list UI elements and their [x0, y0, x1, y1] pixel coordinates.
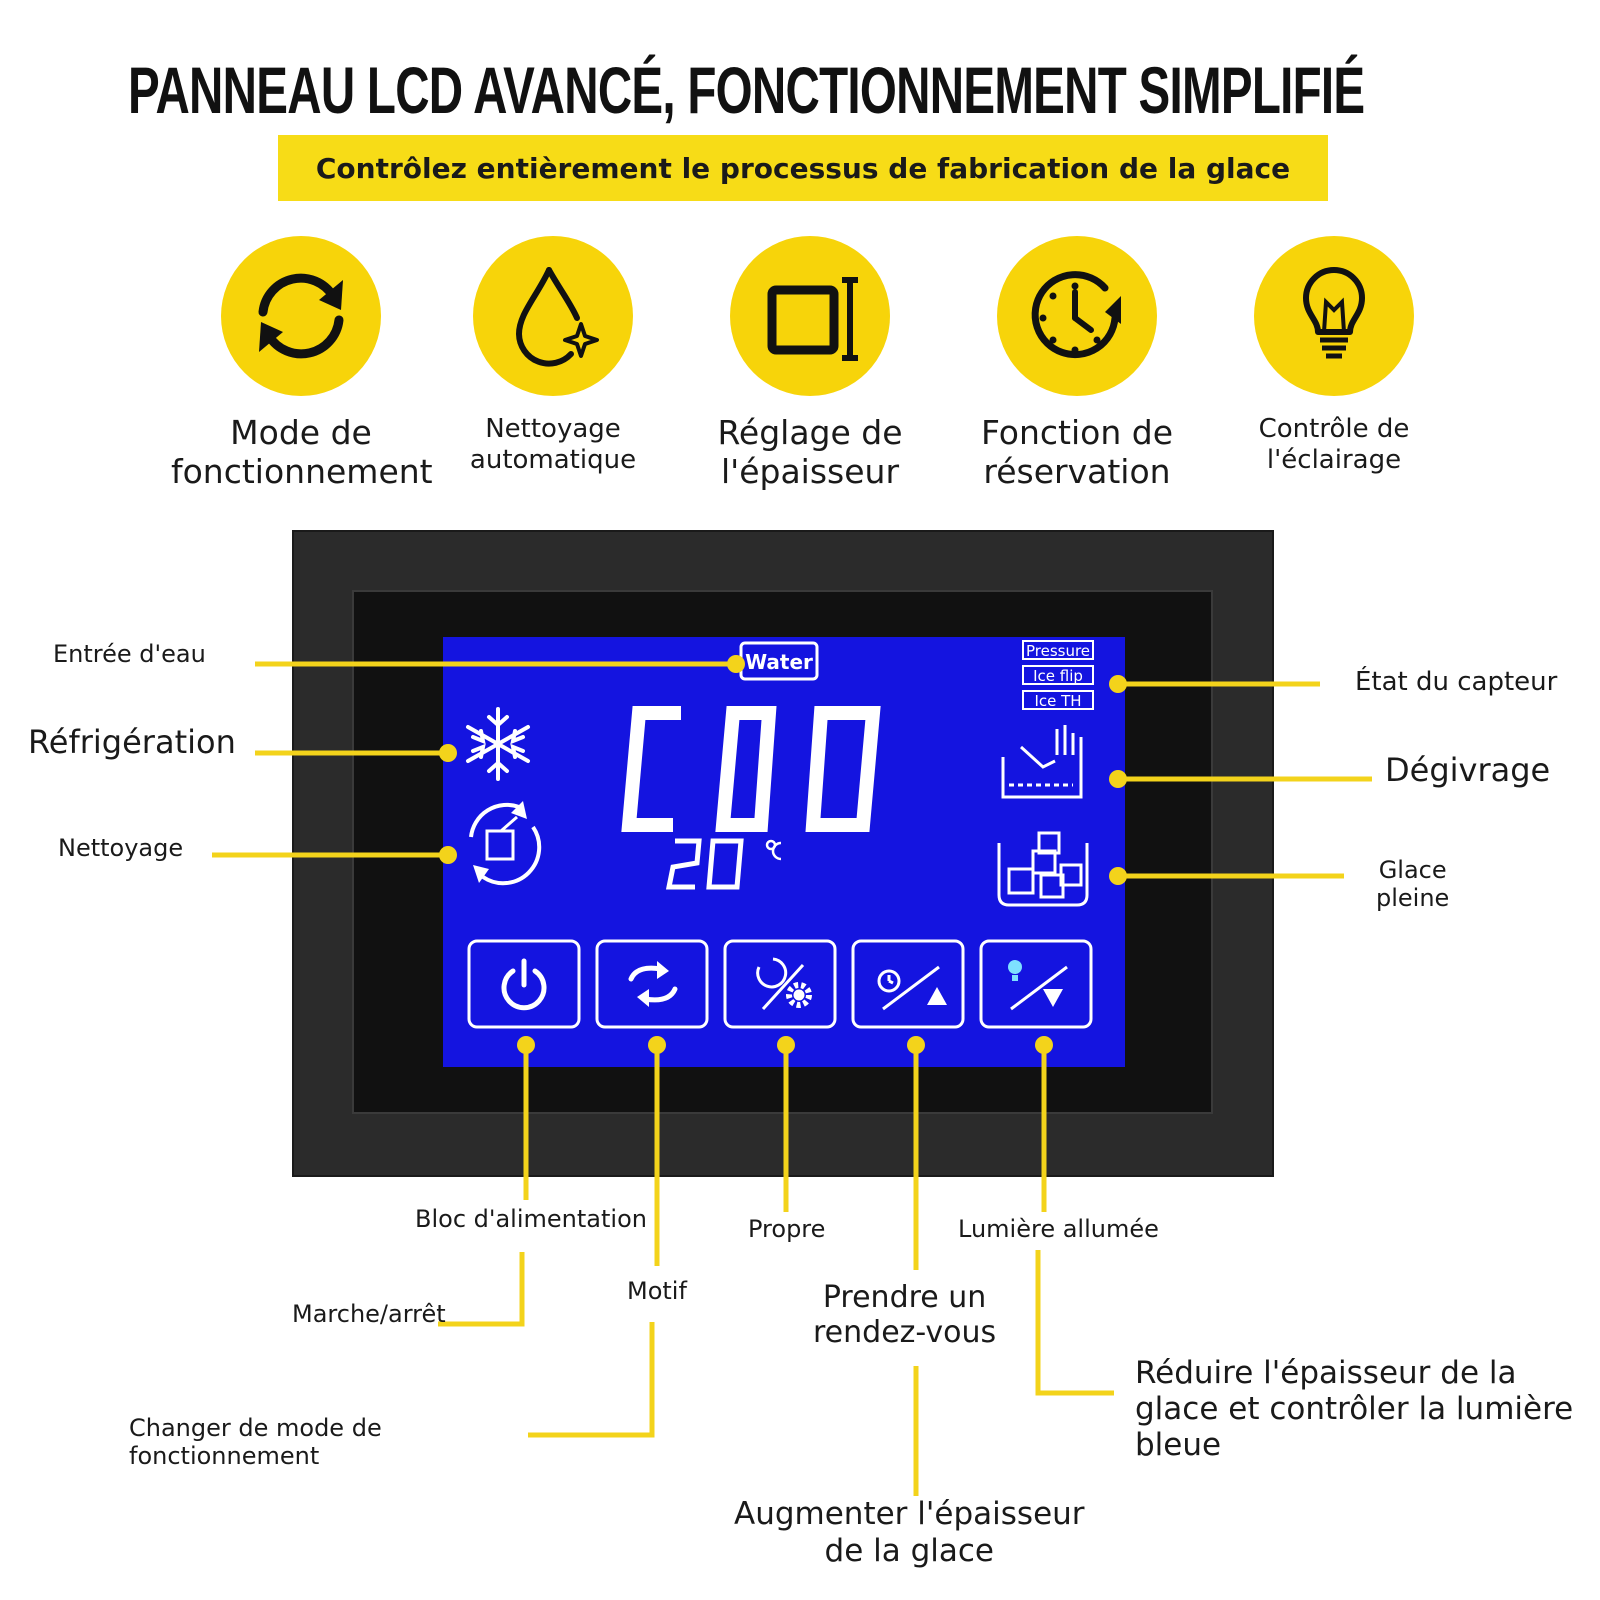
schedule-up-icon [877, 965, 947, 1011]
svg-text:Ice TH: Ice TH [1034, 692, 1081, 710]
subtitle-banner: Contrôlez entièrement le processus de fa… [278, 135, 1328, 201]
power-icon [501, 968, 547, 1011]
callout-defrost: Dégivrage [1385, 751, 1551, 789]
svg-text:Water: Water [745, 650, 813, 674]
thickness-icon [730, 236, 890, 396]
callout-sensor-status: État du capteur [1355, 667, 1558, 697]
light-down-icon [1008, 960, 1068, 1011]
sensor-status-indicators: Pressure Ice flip Ice TH [1022, 640, 1094, 710]
lightbulb-icon [1254, 236, 1414, 396]
water-drop-icon [473, 236, 633, 396]
callout-water-inlet: Entrée d'eau [53, 640, 206, 668]
status-code-display [621, 706, 881, 832]
defrost-icon [1001, 725, 1083, 799]
light-decrease-button[interactable] [979, 939, 1093, 1029]
svg-text:Pressure: Pressure [1026, 642, 1090, 660]
lcd-screen: Water Pressure Ice flip Ice TH [443, 637, 1125, 1067]
swap-arrows-icon [628, 961, 678, 1007]
schedule-increase-button[interactable] [851, 939, 965, 1029]
clean-button[interactable] [723, 939, 837, 1029]
callout-cleaning: Nettoyage [58, 834, 184, 862]
clean-settings-icon [756, 957, 812, 1011]
callout-on-off: Marche/arrêt [292, 1300, 446, 1328]
callout-light-on: Lumière allumée [958, 1215, 1159, 1243]
snowflake-icon [466, 707, 530, 781]
callout-pattern: Motif [627, 1277, 687, 1305]
cycle-arrows-icon [221, 236, 381, 396]
callout-refrigeration: Réfrigération [28, 723, 236, 761]
power-button[interactable] [467, 939, 581, 1029]
mode-button[interactable] [595, 939, 709, 1029]
callout-clean: Propre [748, 1215, 826, 1243]
clock-timer-icon [997, 236, 1157, 396]
ice-full-icon [997, 831, 1089, 907]
subtitle-text: Contrôlez entièrement le processus de fa… [315, 151, 1291, 185]
callout-power-block: Bloc d'alimentation [415, 1205, 647, 1233]
cleaning-cycle-icon [469, 801, 542, 886]
temperature-display [665, 838, 782, 890]
svg-text:Ice flip: Ice flip [1033, 667, 1083, 685]
